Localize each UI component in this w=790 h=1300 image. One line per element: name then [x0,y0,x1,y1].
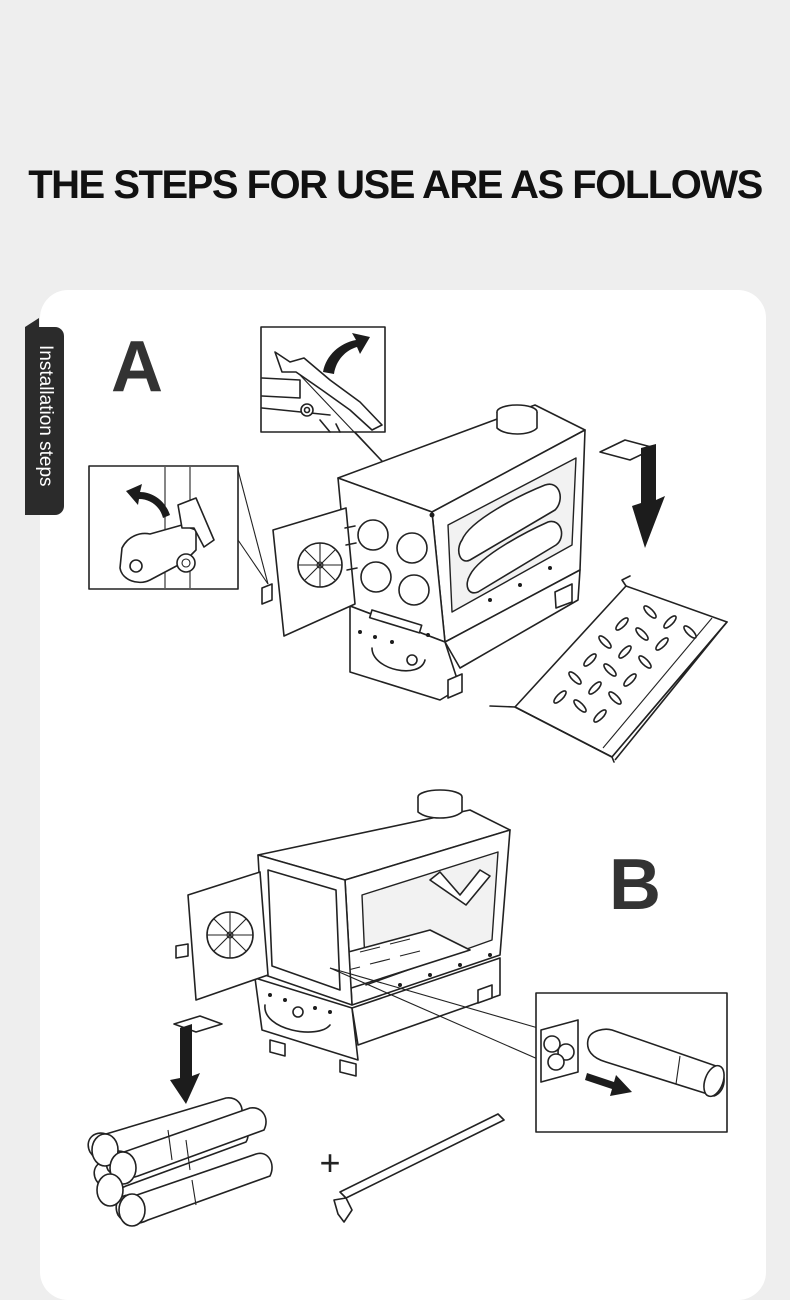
latch-detail-inset [88,465,239,590]
bracket-rod [333,1113,505,1223]
step-b-illustration: + [87,789,728,1227]
plus-sign: + [319,1142,340,1183]
curved-arrow-icon [126,484,170,518]
tube-detail-inset [535,992,728,1133]
down-arrow-icon [632,444,665,548]
page-title: THE STEPS FOR USE ARE AS FOLLOWS [28,163,763,207]
down-arrow-icon [170,1024,200,1104]
stove-door-b [175,871,269,1001]
curved-arrow-icon [323,333,370,374]
stove-b [254,789,511,1077]
installation-diagram: + [87,326,728,1227]
grate-tray [489,575,728,763]
stove-a [337,404,586,701]
side-tab-label: Installation steps [35,345,56,487]
stove-door-a [261,507,358,637]
side-tab-notch [25,318,39,327]
step-b-letter: B [609,845,661,925]
hinge-detail-inset [260,326,386,433]
step-a-letter: A [111,327,163,407]
side-tab [25,327,64,515]
step-a-illustration [88,326,728,763]
tube-bundle [87,1097,273,1227]
tray-slots [553,605,697,723]
right-arrow-icon [585,1073,632,1096]
